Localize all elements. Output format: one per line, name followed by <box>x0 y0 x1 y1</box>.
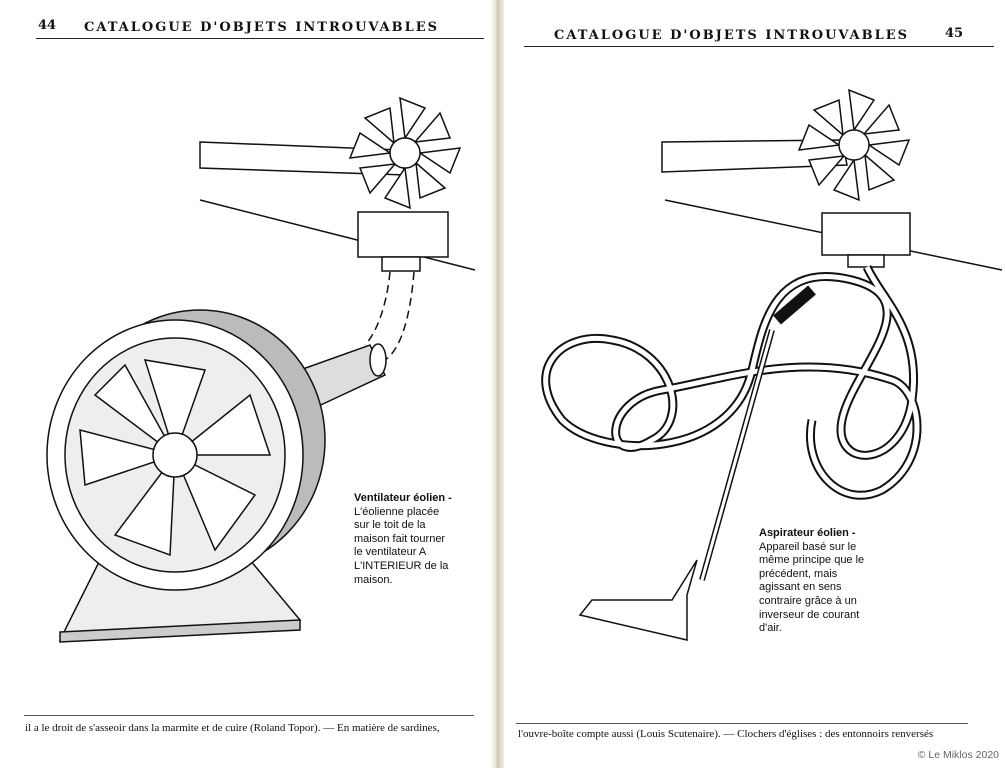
footer-text: il a le droit de s'asseoir dans la marmi… <box>25 722 440 734</box>
right-page: CATALOGUE D'OBJETS INTROUVABLES 45 Aspir… <box>502 0 1005 768</box>
wind-vacuum-illustration <box>541 88 1003 641</box>
footer-rule <box>24 715 474 716</box>
page-number: 45 <box>945 26 964 41</box>
caption-aspirateur: Aspirateur éolien - Appareil basé sur le… <box>759 527 865 636</box>
caption-title: Ventilateur éolien - <box>354 492 452 504</box>
header-rule <box>36 38 484 39</box>
left-page: 44 CATALOGUE D'OBJETS INTROUVABLES <box>0 0 490 768</box>
wind-fan-illustration <box>46 96 476 643</box>
caption-text: L'éolienne placée sur le toit de la mais… <box>354 505 449 586</box>
caption-ventilateur: Ventilateur éolien - L'éolienne placée s… <box>354 492 454 587</box>
page-number: 44 <box>38 18 57 33</box>
footer-rule <box>516 723 968 724</box>
running-head: CATALOGUE D'OBJETS INTROUVABLES <box>554 28 910 43</box>
copyright-credit: © Le Miklos 2020 <box>917 749 999 761</box>
footer-text: l'ouvre-boîte compte aussi (Louis Scuten… <box>518 728 934 740</box>
running-head: CATALOGUE D'OBJETS INTROUVABLES <box>84 20 440 35</box>
caption-title: Aspirateur éolien - <box>759 527 856 539</box>
caption-text: Appareil basé sur le même principe que l… <box>759 540 865 635</box>
header-rule <box>524 46 994 47</box>
book-gutter <box>490 0 504 768</box>
